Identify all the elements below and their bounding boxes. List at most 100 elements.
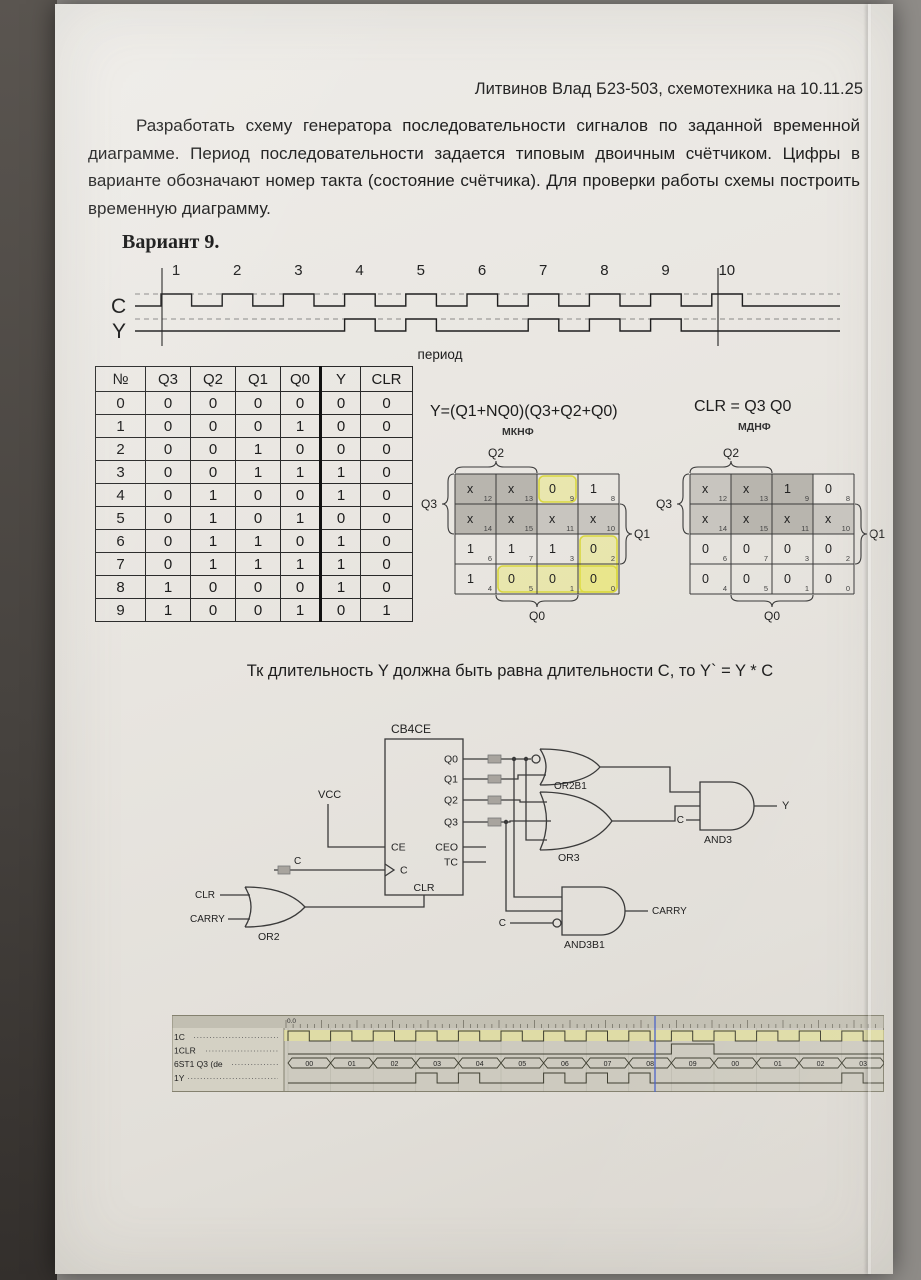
sleeve-edge <box>868 4 871 1274</box>
or2b1-label: OR2B1 <box>554 781 587 792</box>
clock-input-label: C <box>294 856 301 867</box>
kmap-cell-index: 6 <box>488 554 492 563</box>
tick-number: 7 <box>539 262 547 279</box>
kmap-cell-value: x <box>508 482 515 496</box>
truth-cell: 0 <box>190 437 236 461</box>
kmap-cell-index: 14 <box>484 524 492 533</box>
truth-cell: 7 <box>95 552 146 576</box>
truth-header-cell: Y <box>319 366 361 392</box>
bus-segment <box>670 1057 715 1069</box>
kmap-cell-value: x <box>825 512 832 526</box>
and3-gate <box>699 781 755 831</box>
bus-segment <box>330 1057 374 1069</box>
kmap-cell-index: 7 <box>764 554 768 563</box>
truth-cell: 0 <box>280 529 321 553</box>
kmap-cell-index: 6 <box>723 554 727 563</box>
truth-cell: 0 <box>319 437 361 461</box>
truth-cell: 0 <box>360 575 413 599</box>
wave-grid <box>287 1028 843 1092</box>
sim-y-trace <box>288 1072 884 1084</box>
kmap-cell-value: 0 <box>590 542 597 556</box>
truth-cell: 0 <box>190 414 236 438</box>
kmap-cell-value: x <box>467 482 474 496</box>
or2-gate <box>244 886 306 928</box>
kmap-shade-dark <box>496 504 537 534</box>
period-label: период <box>418 347 463 362</box>
bus-value: 03 <box>433 1061 441 1068</box>
or3-gate <box>539 791 613 851</box>
truth-cell: 0 <box>280 483 321 507</box>
truth-cell: 0 <box>280 391 321 415</box>
ruler-ticks <box>285 1020 876 1028</box>
kmap-left-label: Q3 <box>656 497 672 511</box>
truth-header-cell: CLR <box>360 366 413 392</box>
kmap-cell-value: 0 <box>784 542 791 556</box>
truth-cell: 0 <box>360 437 413 461</box>
truth-cell: 8 <box>95 575 146 599</box>
truth-cell: 1 <box>280 460 321 484</box>
bus-value: 03 <box>859 1061 867 1068</box>
tick-number: 1 <box>172 262 180 279</box>
tick-number: 5 <box>417 262 425 279</box>
truth-cell: 1 <box>280 598 321 622</box>
c-and3b1-label: C <box>499 918 506 929</box>
kmap-cell-index: 7 <box>529 554 533 563</box>
kmap-cell-index: 5 <box>764 584 768 593</box>
bus-segment <box>713 1057 758 1069</box>
invert-bubble-icon <box>531 754 541 764</box>
kmap-cell-index: 14 <box>719 524 727 533</box>
selected-row-highlight <box>284 1030 884 1041</box>
vcc-label: VCC <box>318 789 341 801</box>
kmap-cell-value: x <box>467 512 474 526</box>
kmap-cell-index: 13 <box>525 494 533 503</box>
kmap-cell-index: 2 <box>611 554 615 563</box>
truth-cell: 1 <box>145 575 191 599</box>
and3b1-gate <box>561 886 626 936</box>
bus-value: 00 <box>731 1061 739 1068</box>
kmap-cell-value: 1 <box>549 542 556 556</box>
document-page: Литвинов Влад Б23-503, схемотехника на 1… <box>55 4 893 1274</box>
kmap-clr: x12x131908x14x15x11x100607030204050100Q2… <box>656 446 885 623</box>
truth-cell: 0 <box>145 506 191 530</box>
bus-value: 05 <box>518 1061 526 1068</box>
kmap-cell-index: 0 <box>611 584 615 593</box>
truth-cell: 0 <box>360 414 413 438</box>
kmap-cell-index: 0 <box>846 584 850 593</box>
task-text: Разработать схему генератора последовате… <box>88 116 860 218</box>
truth-cell: 0 <box>95 391 146 415</box>
truth-cell: 1 <box>145 598 191 622</box>
kmap-cell-value: 0 <box>743 542 750 556</box>
kmap-cell-value: 0 <box>825 542 832 556</box>
bus-segment <box>543 1057 587 1069</box>
kmap-cell-value: 0 <box>702 572 709 586</box>
bus-segment <box>415 1057 459 1069</box>
truth-cell: 0 <box>235 575 281 599</box>
truth-cell: 4 <box>95 483 146 507</box>
signal-y-wave <box>135 318 840 332</box>
truth-cell: 0 <box>235 506 281 530</box>
bus-segment <box>457 1057 502 1069</box>
truth-cell: 1 <box>190 529 236 553</box>
kmap-group-highlight <box>538 475 577 503</box>
bus-value: 01 <box>774 1061 782 1068</box>
truth-cell: 0 <box>280 575 321 599</box>
clr-form-type: МДНФ <box>738 421 771 433</box>
circuit-schematic: CB4CE Q0 Q1 Q2 Q3 CEO TC CE C CLR VCC C … <box>190 722 790 951</box>
kmap-cell-index: 3 <box>570 554 574 563</box>
kmap-cell-value: x <box>702 512 709 526</box>
truth-cell: 0 <box>235 414 281 438</box>
wave-row-label: 1CLR <box>174 1046 196 1056</box>
kmap-cell-value: x <box>508 512 515 526</box>
truth-cell: 1 <box>360 598 413 622</box>
kmap-cell-value: 0 <box>590 572 597 586</box>
kmap-bottom-label: Q0 <box>764 609 780 623</box>
bus-value: 06 <box>561 1061 569 1068</box>
wires <box>220 758 777 924</box>
period-markers <box>161 268 719 346</box>
kmap-shade-dark <box>772 474 813 504</box>
